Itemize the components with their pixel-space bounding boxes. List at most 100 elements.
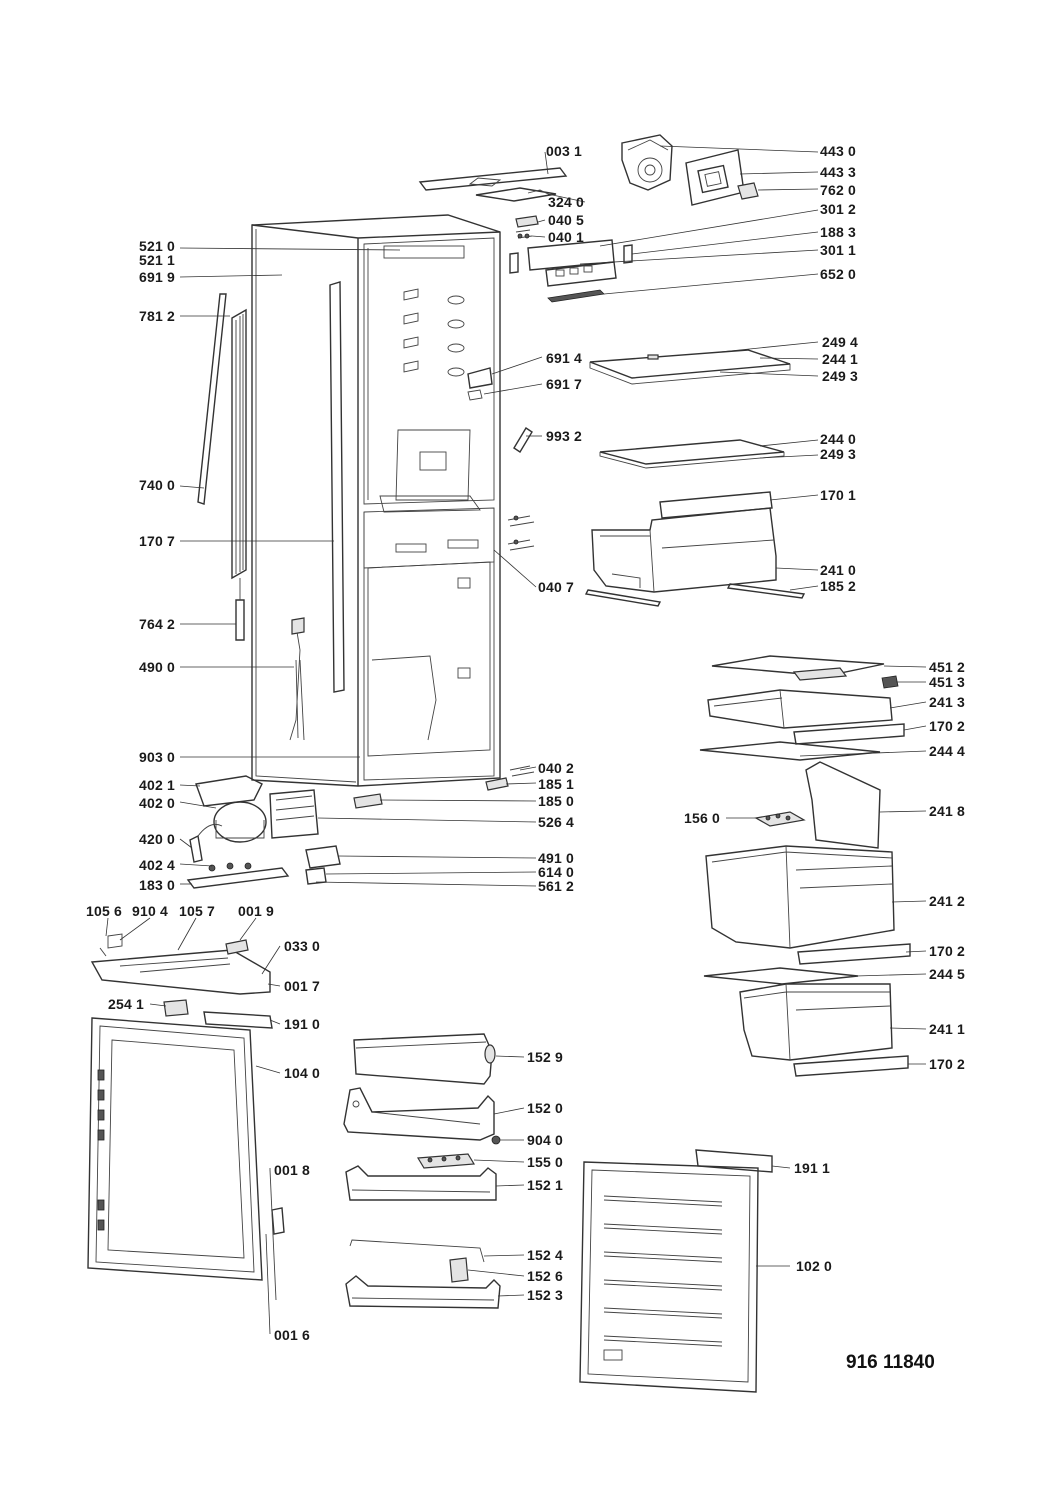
door-bin-152-9 [353, 1033, 496, 1085]
document-number: 916 11840 [846, 1352, 935, 1373]
label-241-0: 241 0 [820, 562, 857, 578]
label-001-6: 001 6 [274, 1327, 311, 1343]
label-249-4: 249 4 [822, 334, 859, 350]
label-691-7: 691 7 [546, 376, 583, 392]
label-241-8: 241 8 [929, 803, 966, 819]
freezer-glass-244-4 [699, 741, 881, 761]
label-191-0: 191 0 [284, 1016, 321, 1032]
fan-cover-part [685, 149, 745, 206]
freezer-door [579, 1149, 773, 1393]
label-244-4: 244 4 [929, 743, 966, 759]
condenser-part [197, 293, 247, 641]
label-104-0: 104 0 [284, 1065, 321, 1081]
label-170-2-a: 170 2 [929, 718, 966, 734]
label-402-1: 402 1 [139, 777, 176, 793]
label-301-2: 301 2 [820, 201, 857, 217]
label-241-2: 241 2 [929, 893, 966, 909]
label-249-3-upper: 249 3 [822, 368, 859, 384]
fridge-cabinet [251, 214, 501, 787]
label-903-0: 903 0 [139, 749, 176, 765]
crisper-drawer-part [584, 491, 806, 607]
label-904-0: 904 0 [527, 1132, 564, 1148]
label-185-0: 185 0 [538, 793, 575, 809]
label-170-2-b: 170 2 [929, 943, 966, 959]
label-244-5: 244 5 [929, 966, 966, 982]
freezer-drawer-middle [705, 845, 911, 965]
label-040-5: 040 5 [548, 212, 585, 228]
label-003-1: 003 1 [546, 143, 583, 159]
power-cord-part [289, 617, 305, 741]
label-152-3: 152 3 [527, 1287, 564, 1303]
glass-shelf-upper [589, 349, 791, 385]
label-102-0: 102 0 [796, 1258, 833, 1274]
label-040-1: 040 1 [548, 229, 585, 245]
hinge-bracket-part [90, 933, 271, 995]
label-105-6: 105 6 [86, 903, 123, 919]
label-183-0: 183 0 [139, 877, 176, 893]
egg-tray-155-0 [416, 1153, 476, 1169]
label-443-3: 443 3 [820, 164, 857, 180]
label-152-6: 152 6 [527, 1268, 564, 1284]
label-185-2: 185 2 [820, 578, 857, 594]
label-740-0: 740 0 [139, 477, 176, 493]
label-170-2-c: 170 2 [929, 1056, 966, 1072]
label-188-3: 188 3 [820, 224, 857, 240]
label-152-4: 152 4 [527, 1247, 564, 1263]
label-040-7: 040 7 [538, 579, 575, 595]
ice-tray-156-0 [754, 811, 806, 827]
label-614-0: 614 0 [538, 864, 575, 880]
label-526-4: 526 4 [538, 814, 575, 830]
label-033-0: 033 0 [284, 938, 321, 954]
label-249-3-lower: 249 3 [820, 446, 857, 462]
label-451-2: 451 2 [929, 659, 966, 675]
label-993-2: 993 2 [546, 428, 583, 444]
label-170-7: 170 7 [139, 533, 176, 549]
label-521-0: 521 0 [139, 238, 176, 254]
label-301-1: 301 1 [820, 242, 857, 258]
label-324-0: 324 0 [548, 194, 585, 210]
label-691-4: 691 4 [546, 350, 583, 366]
label-241-3: 241 3 [929, 694, 966, 710]
label-040-2: 040 2 [538, 760, 575, 776]
label-402-0: 402 0 [139, 795, 176, 811]
label-652-0: 652 0 [820, 266, 857, 282]
label-185-1: 185 1 [538, 776, 575, 792]
freezer-flap-241-8 [805, 761, 881, 849]
label-762-0: 762 0 [820, 182, 857, 198]
freezer-drawer-top [707, 655, 905, 745]
label-155-0: 155 0 [527, 1154, 564, 1170]
door-hinge-001-8 [269, 1169, 285, 1301]
label-490-0: 490 0 [139, 659, 176, 675]
freezer-glass-244-5 [703, 967, 859, 985]
label-105-7: 105 7 [179, 903, 216, 919]
label-402-4: 402 4 [139, 857, 176, 873]
label-001-7: 001 7 [284, 978, 321, 994]
label-910-4: 910 4 [132, 903, 169, 919]
freezer-drawer-bottom [739, 983, 909, 1077]
label-152-1: 152 1 [527, 1177, 564, 1193]
fridge-door [87, 999, 273, 1281]
label-152-0: 152 0 [527, 1100, 564, 1116]
label-170-1: 170 1 [820, 487, 857, 503]
lamp-part [513, 427, 533, 453]
fan-motor-part [621, 134, 673, 191]
label-521-1: 521 1 [139, 252, 176, 268]
label-764-2: 764 2 [139, 616, 176, 632]
label-001-9: 001 9 [238, 903, 275, 919]
label-254-1: 254 1 [108, 996, 145, 1012]
door-bin-152-0 [343, 1087, 501, 1145]
clip-parts-040-7 [507, 515, 535, 551]
relay-491-0 [305, 845, 341, 885]
shelf-bracket-part [467, 367, 493, 401]
label-001-8: 001 8 [274, 1162, 311, 1178]
label-244-0: 244 0 [820, 431, 857, 447]
label-420-0: 420 0 [139, 831, 176, 847]
leader-lines [105, 145, 927, 1335]
small-parts-185 [353, 765, 535, 809]
top-hinge-cover-part [418, 167, 568, 239]
bottle-rail-152-4 [349, 1239, 485, 1283]
label-451-3: 451 3 [929, 674, 966, 690]
connector-part [737, 182, 759, 200]
label-152-9: 152 9 [527, 1049, 564, 1065]
